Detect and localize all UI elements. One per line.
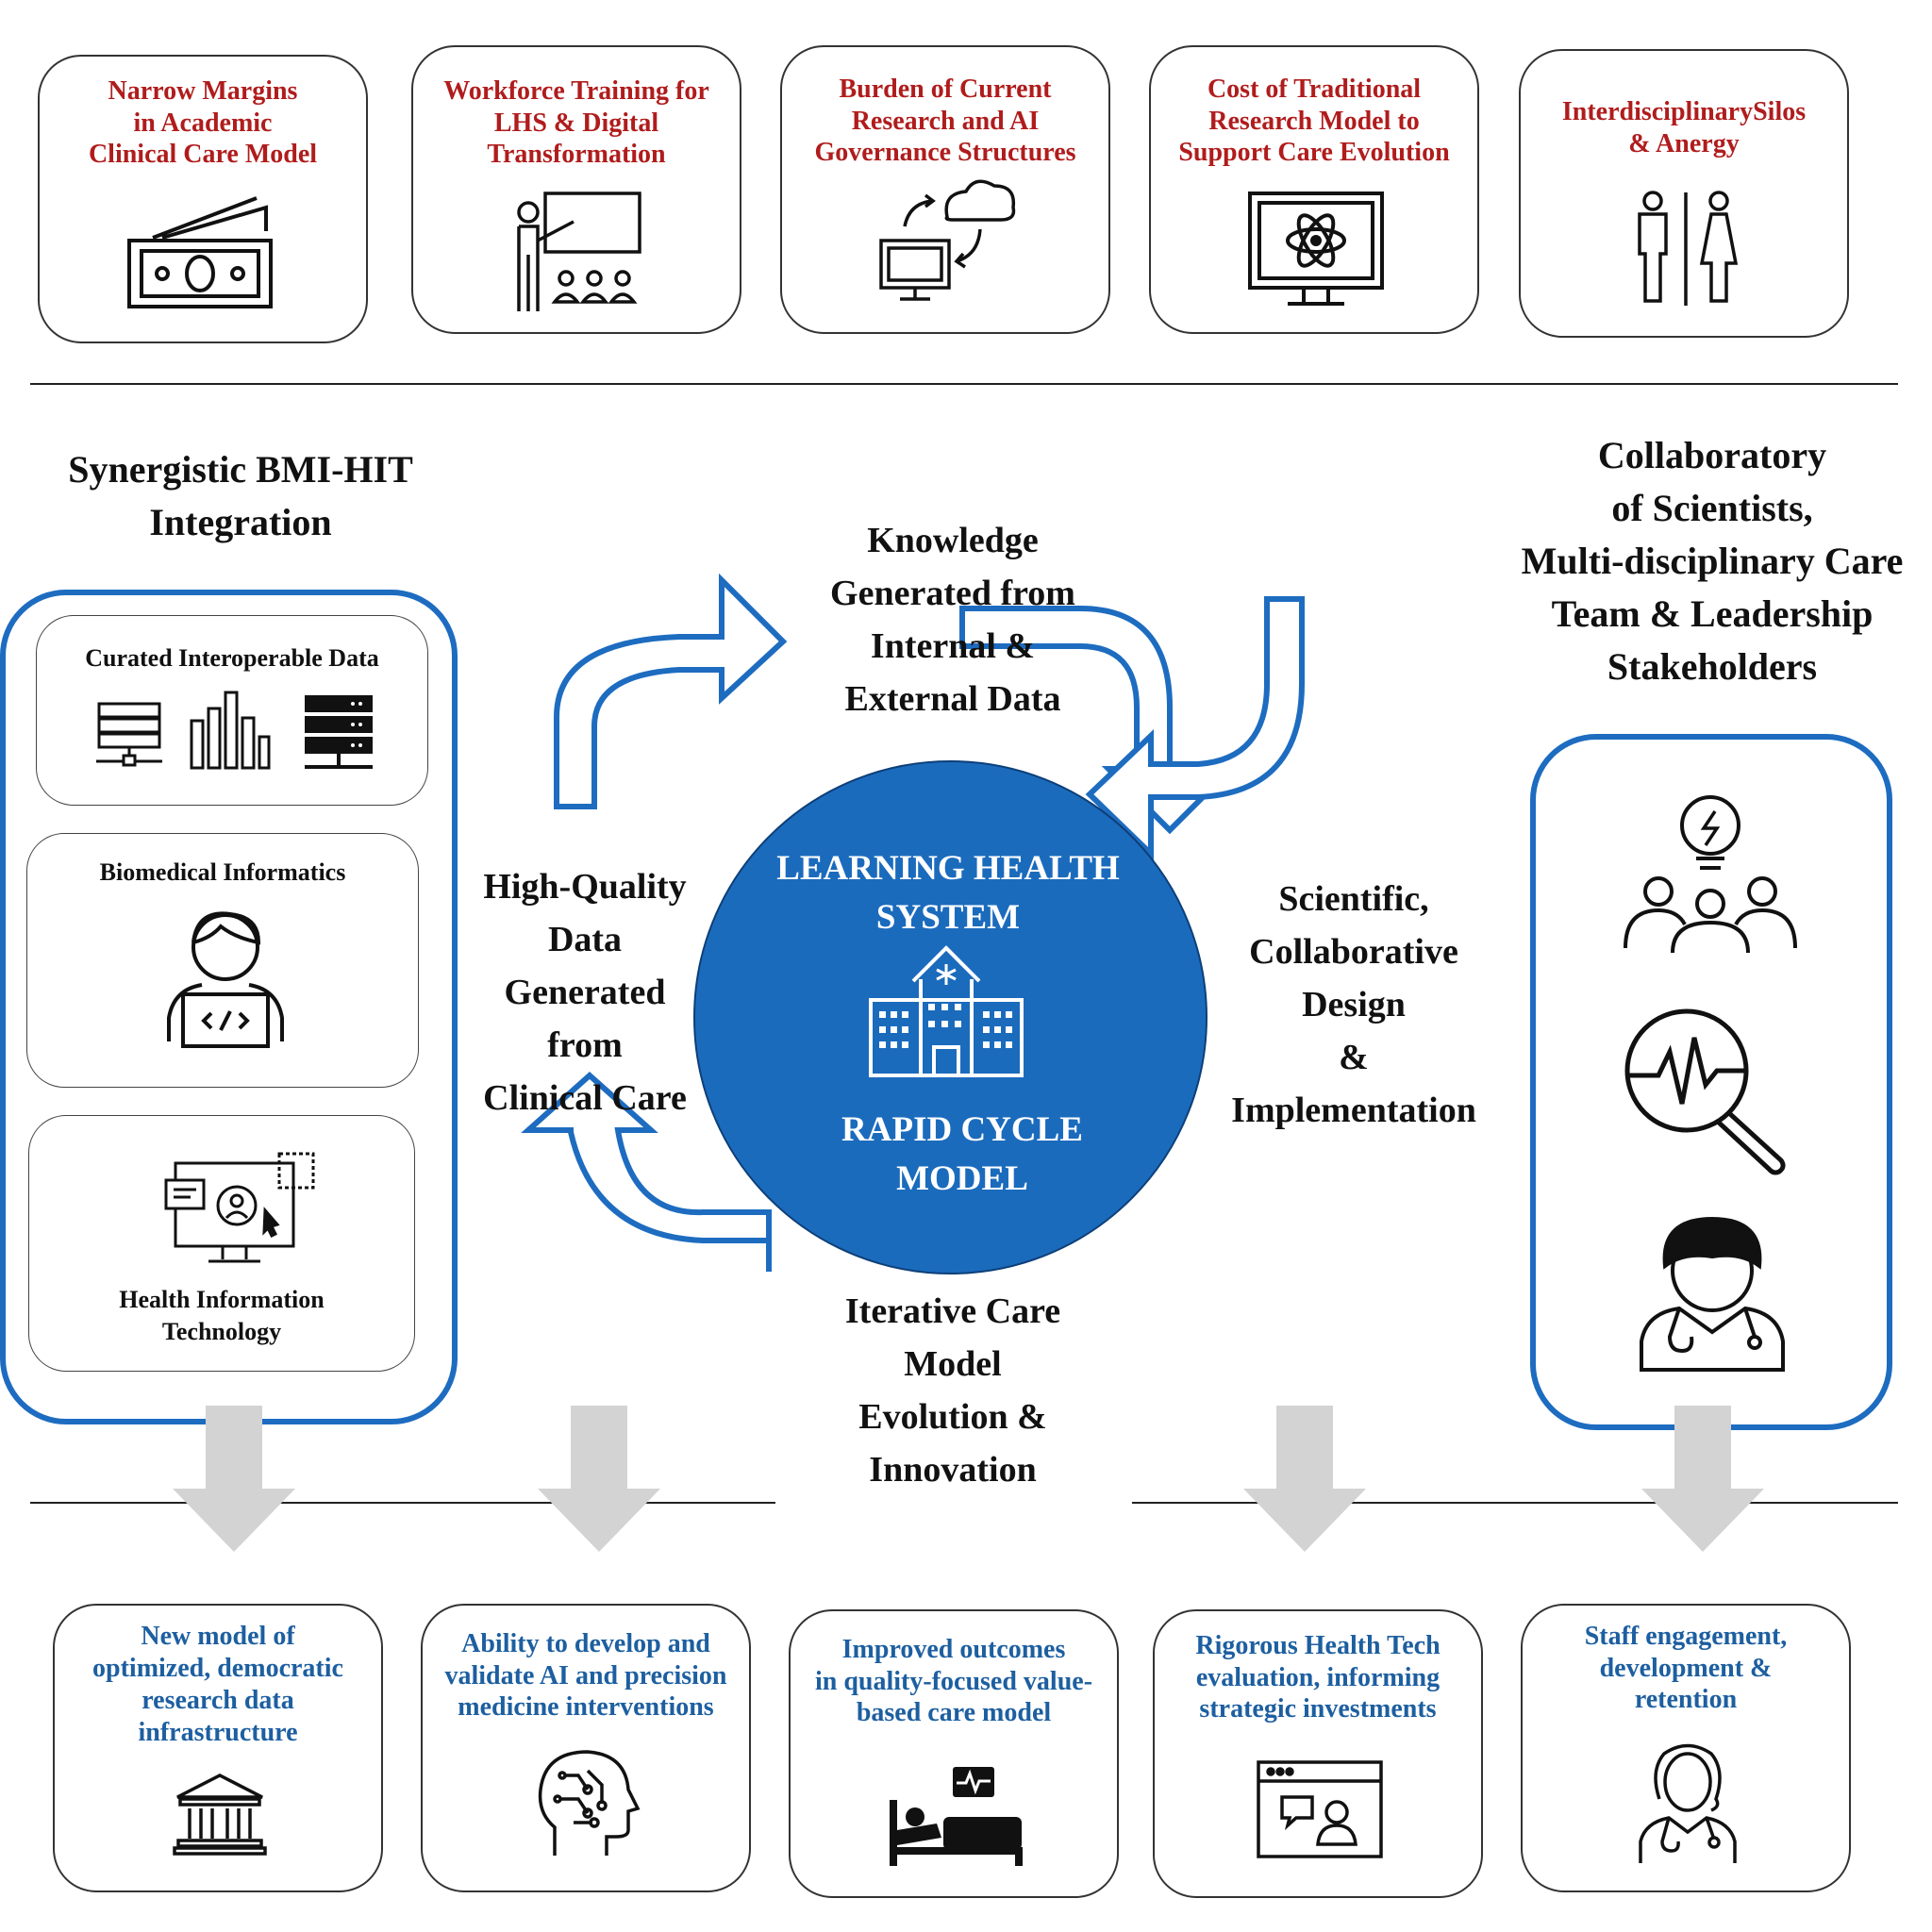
lhs-center-title: LEARNING HEALTH SYSTEM — [776, 849, 1120, 937]
bottom-divider-right — [1132, 1502, 1898, 1504]
cloud-sync-computer-icon — [879, 179, 1016, 301]
outcome-card-5: Staff engagement, development & retentio… — [1521, 1604, 1851, 1892]
arrow-right-to-bottom — [1085, 596, 1305, 861]
right-panel-title: Collaboratory of Scientists, Multi-disci… — [1521, 434, 1904, 688]
heartbeat-magnifier-icon — [1624, 1008, 1786, 1175]
challenge-label-1: Narrow Margins in Academic Clinical Care… — [88, 76, 318, 170]
bottom-divider-left — [30, 1502, 775, 1504]
curated-data-box: Curated Interoperable Data — [36, 615, 428, 806]
down-arrow-2 — [538, 1406, 660, 1552]
video-call-window-icon — [1257, 1760, 1383, 1858]
challenge-card-5: InterdisciplinarySilos & Anergy — [1519, 49, 1849, 338]
challenge-label-3: Burden of Current Research and AI Govern… — [814, 75, 1076, 168]
cycle-bottom-label: Iterative Care Model Evolution & Innovat… — [844, 1291, 1061, 1490]
outcome-card-4: Rigorous Health Tech evaluation, informi… — [1153, 1609, 1483, 1898]
doctor-icon — [1640, 1216, 1785, 1372]
programmer-laptop-icon — [167, 911, 284, 1048]
server-icon — [96, 702, 162, 767]
challenge-card-1: Narrow Margins in Academic Clinical Care… — [38, 55, 368, 343]
outcome-label-5: Staff engagement, development & retentio… — [1584, 1622, 1788, 1715]
hospital-icon — [869, 945, 1024, 1077]
left-panel-title: Synergistic BMI-HIT Integration — [68, 448, 413, 543]
arrow-bottom-to-left — [521, 1071, 772, 1272]
challenge-label-2: Workforce Training for LHS & Digital Tra… — [443, 76, 709, 170]
health-it-box: Health Information Technology — [28, 1115, 415, 1372]
down-arrow-4 — [1641, 1406, 1764, 1552]
hospital-bed-icon — [890, 1767, 1023, 1866]
lhs-circle — [693, 760, 1208, 1274]
challenge-card-2: Workforce Training for LHS & Digital Tra… — [411, 45, 741, 334]
down-arrow-3 — [1243, 1406, 1366, 1552]
challenge-label-4: Cost of Traditional Research Model to Su… — [1178, 75, 1450, 168]
health-it-label: Health Information Technology — [119, 1286, 325, 1345]
outcome-label-3: Improved outcomes in quality-focused val… — [814, 1635, 1093, 1728]
cycle-top-label: Knowledge Generated from Internal & Exte… — [830, 521, 1075, 719]
bar-chart-icon — [190, 691, 271, 770]
curated-data-label: Curated Interoperable Data — [85, 644, 379, 672]
outcome-card-2: Ability to develop and validate AI and p… — [421, 1604, 751, 1892]
cycle-arrows — [521, 573, 1305, 1272]
presentation-teacher-icon — [517, 192, 641, 311]
outcome-label-4: Rigorous Health Tech evaluation, informi… — [1195, 1631, 1441, 1724]
challenge-label-5: InterdisciplinarySilos & Anergy — [1561, 97, 1807, 158]
arrow-left-to-top — [554, 573, 788, 809]
female-doctor-icon — [1639, 1743, 1737, 1863]
challenge-card-3: Burden of Current Research and AI Govern… — [780, 45, 1110, 334]
outcome-card-1: New model of optimized, democratic resea… — [53, 1604, 383, 1892]
down-arrow-1 — [173, 1406, 295, 1552]
lhs-center-subtitle: RAPID CYCLE MODEL — [841, 1110, 1083, 1198]
outcome-card-3: Improved outcomes in quality-focused val… — [789, 1609, 1119, 1898]
outcome-label-1: New model of optimized, democratic resea… — [92, 1622, 343, 1748]
top-divider — [30, 383, 1898, 385]
monitor-atom-icon — [1248, 192, 1384, 306]
money-icon — [127, 196, 273, 308]
challenge-card-4: Cost of Traditional Research Model to Su… — [1149, 45, 1479, 334]
divided-people-icon — [1638, 191, 1739, 306]
cycle-left-label: High-Quality Data Generated from Clinica… — [483, 867, 687, 1118]
institution-icon — [173, 1774, 267, 1856]
biomedical-informatics-label: Biomedical Informatics — [99, 858, 346, 886]
outcome-label-2: Ability to develop and validate AI and p… — [444, 1629, 727, 1723]
cycle-right-label: Scientific, Collaborative Design & Imple… — [1231, 879, 1476, 1130]
ai-head-icon — [538, 1750, 641, 1856]
team-idea-icon — [1624, 795, 1797, 954]
computer-screen-user-icon — [164, 1152, 315, 1263]
database-icon — [305, 695, 373, 769]
biomedical-informatics-box: Biomedical Informatics — [26, 833, 419, 1088]
